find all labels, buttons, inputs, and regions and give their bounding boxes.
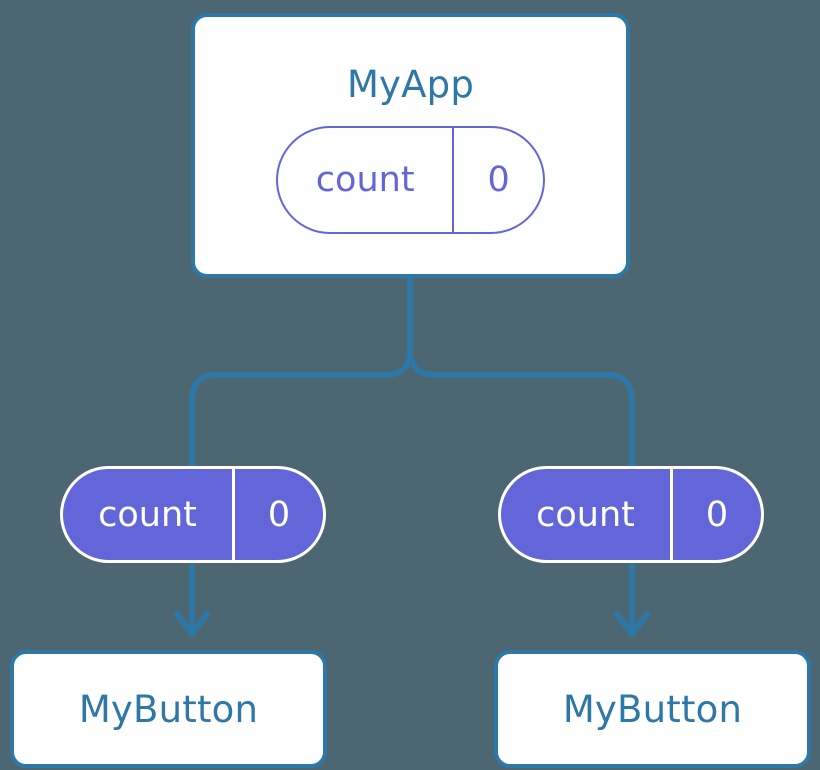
component-node-mybutton-right[interactable]: MyButton bbox=[494, 650, 811, 768]
state-pill-child-left[interactable]: count 0 bbox=[60, 466, 326, 563]
component-title-mybutton: MyButton bbox=[562, 687, 743, 731]
connector-branch-left bbox=[189, 349, 413, 470]
arrow-right-head-icon bbox=[614, 611, 650, 637]
state-pill-key: count bbox=[63, 469, 236, 560]
component-title-myapp: MyApp bbox=[346, 63, 475, 106]
component-node-mybutton-left[interactable]: MyButton bbox=[10, 650, 327, 768]
state-pill-key: count bbox=[501, 469, 674, 560]
arrow-left-head-icon bbox=[174, 611, 210, 637]
connector-branch-right bbox=[407, 349, 635, 470]
state-pill-key: count bbox=[278, 128, 455, 232]
state-pill-value: 0 bbox=[267, 494, 291, 535]
state-pill-value: 0 bbox=[705, 494, 729, 535]
component-title-mybutton: MyButton bbox=[78, 687, 259, 731]
state-pill-myapp[interactable]: count 0 bbox=[276, 126, 545, 234]
state-pill-value: 0 bbox=[487, 160, 510, 200]
state-pill-child-right[interactable]: count 0 bbox=[498, 466, 764, 563]
